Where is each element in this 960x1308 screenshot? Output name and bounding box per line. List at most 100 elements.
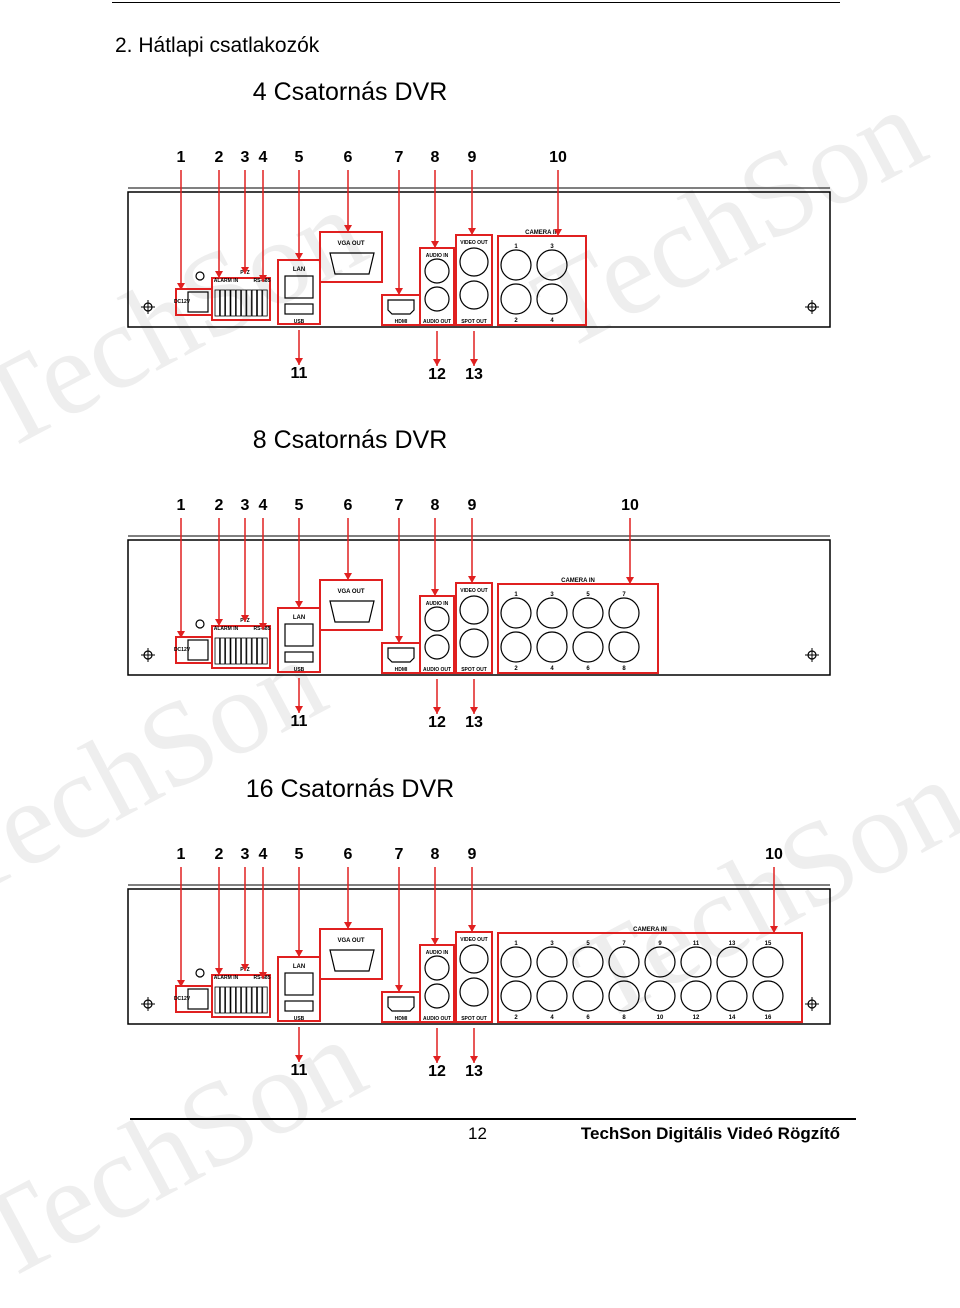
callout-number: 1 [177,149,186,166]
footer-rule [130,1118,856,1120]
callout-number: 9 [468,497,477,514]
usb-label: USB [294,1016,305,1022]
screw-cross [141,300,155,314]
dc-label: DC12V [174,647,191,653]
audio-out-jack [424,634,450,660]
video-out-box [455,234,493,326]
bnc-connector-icon [536,980,568,1012]
camera-number-label: 7 [622,592,626,598]
hdmi-label: HDMI [395,319,408,325]
terminal-block-box [211,277,271,321]
callout-number: 7 [395,846,404,863]
callout-arrow-head [177,980,185,987]
callout-arrow-head [344,922,352,929]
bnc-connector-icon [500,249,532,281]
bnc-connector-icon [680,980,712,1012]
ground-icon [195,968,205,978]
callout-arrow-head [395,288,403,295]
callout-number: 3 [241,497,250,514]
vga-label: VGA OUT [337,589,364,595]
camera-number-label: 1 [514,592,518,598]
video-out-box [455,582,493,674]
camera-number-label: 13 [729,941,736,947]
screw-cross [141,997,155,1011]
audio-in-jack [424,955,450,981]
callout-arrow-head [215,619,223,626]
callout-number: 6 [344,497,353,514]
callout-number: 13 [465,366,483,383]
spot-out-jack [459,628,489,658]
lan-label: LAN [293,615,305,621]
video-out-jack [459,595,489,625]
bnc-connector-icon [572,597,604,629]
usb-port [284,1000,314,1012]
audio-out-jack [424,983,450,1009]
audio-out-label: AUDIO OUT [423,667,451,673]
audio-out-label: AUDIO OUT [423,319,451,325]
callout-arrow-head [433,1056,441,1063]
ground-icon [195,271,205,281]
bnc-connector-icon [536,597,568,629]
dc-label: DC12V [174,996,191,1002]
screw-cross [141,648,155,662]
hdmi-port [387,996,415,1012]
spot-out-label: SPOT OUT [461,667,487,673]
terminal-pin [262,986,268,1014]
dc-power-socket [187,988,209,1010]
vga-label: VGA OUT [337,241,364,247]
camera-number-label: 6 [586,1015,590,1021]
callout-number: 12 [428,366,446,383]
audio-box [419,595,455,674]
terminal-pin [251,289,258,317]
vga-port [329,600,375,623]
audio-out-label: AUDIO OUT [423,1016,451,1022]
callout-arrow-head [395,636,403,643]
bnc-connector-icon [572,946,604,978]
terminal-pin [225,637,231,665]
callout-number: 10 [549,149,567,166]
callout-arrow-head [470,707,478,714]
camera-in-box [497,235,587,326]
camera-number-label: 10 [657,1015,664,1021]
rs485-label: RS-485 [254,278,271,284]
footer-title: TechSon Digitális Videó Rögzítő [580,1124,840,1143]
callout-arrow-head [177,283,185,290]
callout-arrow-head [295,358,303,365]
callout-number: 9 [468,149,477,166]
vga-box [319,579,383,631]
callout-arrow-head [295,706,303,713]
callout-arrow-head [241,267,249,274]
callout-number: 12 [428,1063,446,1080]
callout-number: 6 [344,149,353,166]
callout-arrow-head [259,972,267,979]
audio-out-jack [424,286,450,312]
camera-in-label: CAMERA IN [525,230,559,236]
callout-number: 8 [431,497,440,514]
callout-number: 6 [344,846,353,863]
callout-arrow-head [468,925,476,932]
usb-label: USB [294,319,305,325]
callout-number: 7 [395,497,404,514]
video-out-label: VIDEO OUT [460,937,488,943]
terminal-block-box [211,974,271,1018]
callout-number: 5 [295,149,304,166]
lan-port [284,972,314,996]
callout-arrow-head [344,573,352,580]
callout-number: 4 [259,149,268,166]
screw-cross [805,997,819,1011]
video-out-label: VIDEO OUT [460,240,488,246]
callout-number: 7 [395,149,404,166]
bnc-connector-icon [752,980,784,1012]
terminal-pin [262,289,268,317]
callout-arrow-head [344,225,352,232]
screw-cross [805,648,819,662]
terminal-pin [219,986,226,1014]
terminal-pin [219,289,226,317]
camera-number-label: 5 [586,941,590,947]
bnc-connector-icon [716,980,748,1012]
bnc-connector-icon [608,946,640,978]
camera-in-label: CAMERA IN [633,927,667,933]
callout-number: 11 [291,713,308,730]
